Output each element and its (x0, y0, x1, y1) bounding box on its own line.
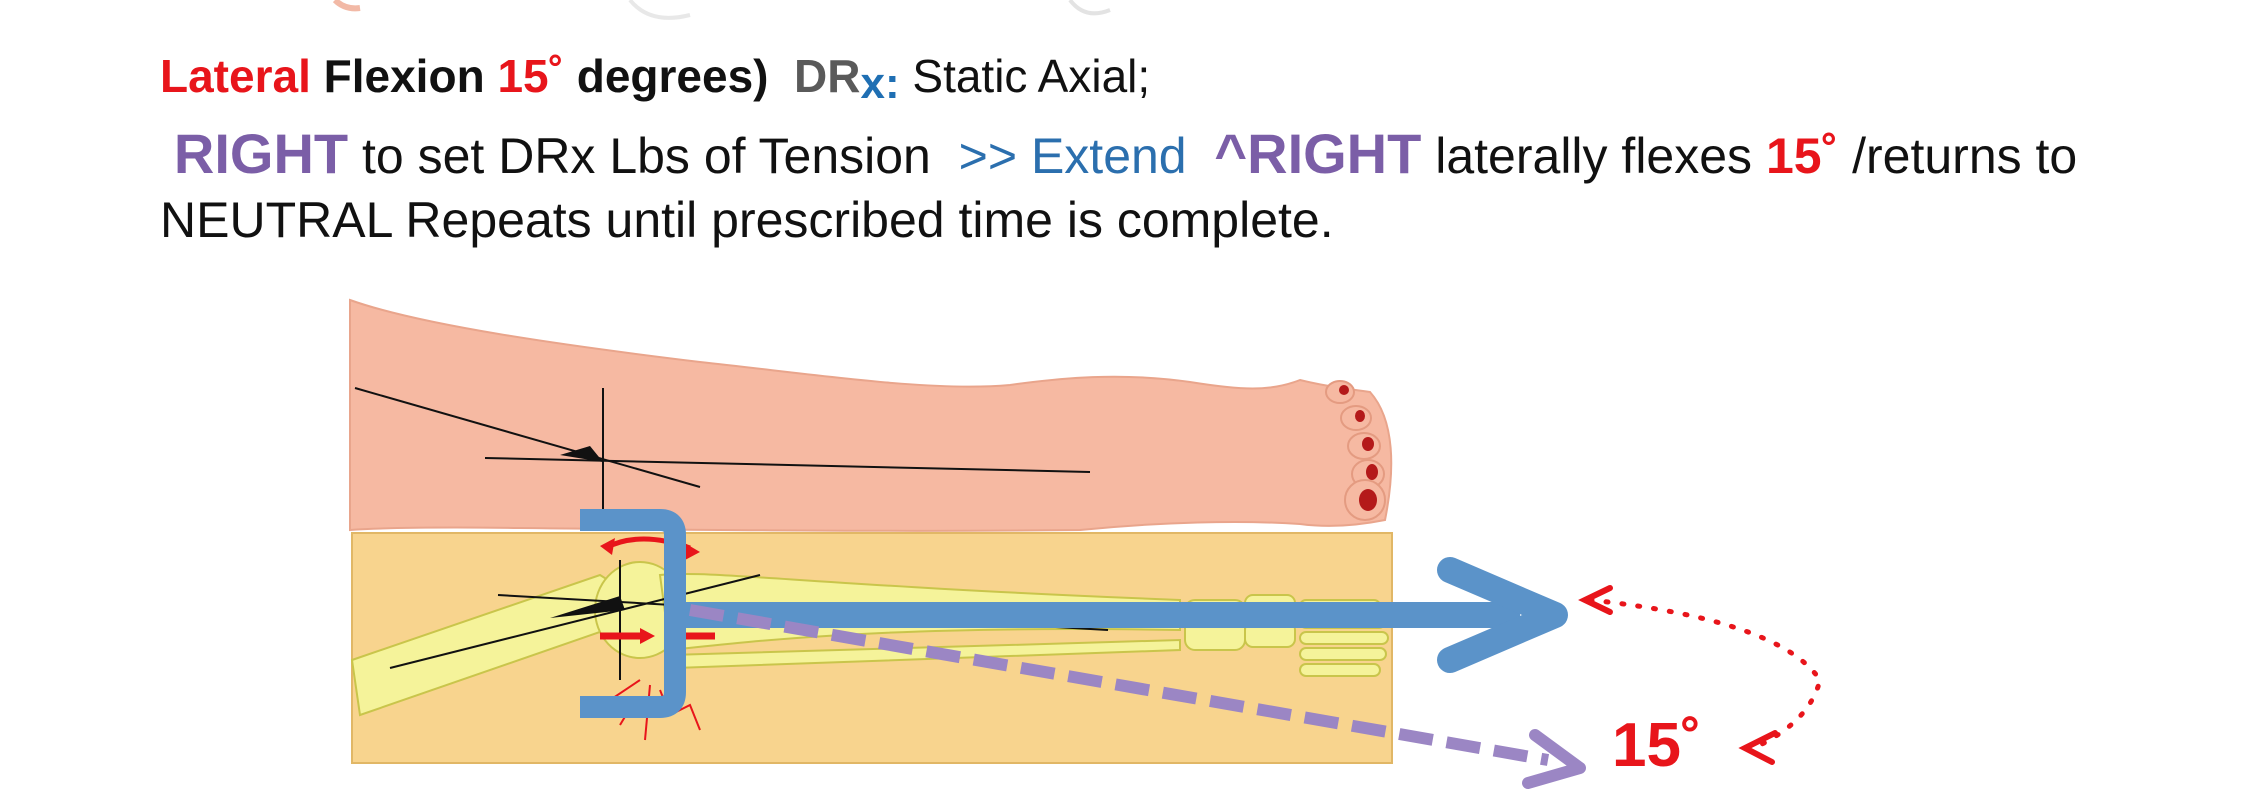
instruction-text: Lateral Flexion 15˚ degrees) DRx: Static… (160, 40, 2220, 249)
mode-label: Static Axial; (912, 50, 1151, 102)
toenail (1359, 489, 1377, 511)
extend-arrow-head (1437, 557, 1568, 673)
right-label-2: ^RIGHT (1214, 121, 1422, 185)
flexion-word: Flexion (323, 50, 485, 102)
instruction-line-2: RIGHT to set DRx Lbs of Tension >> Exten… (160, 122, 2220, 186)
angle-label: 15˚ (1612, 711, 1702, 780)
watermark-mark (332, 0, 361, 12)
toenail (1362, 437, 1374, 451)
instruction-line-1: Lateral Flexion 15˚ degrees) DRx: Static… (160, 50, 2220, 108)
arc-arrow-bottom (1738, 730, 1778, 765)
watermark-mark (1068, 0, 1111, 16)
angle-dotted-arc (1587, 597, 1823, 748)
right-label-1: RIGHT (173, 121, 349, 185)
extend-text: >> Extend (958, 127, 1187, 184)
x-label: x: (860, 59, 900, 108)
angle-value: 15˚ (497, 50, 564, 102)
flexion-dashed-arrow (688, 604, 1550, 766)
returns-text: /returns to (1852, 127, 2078, 184)
bone-leg (350, 532, 1393, 764)
dr-label: DR (794, 50, 861, 102)
toenail (1355, 410, 1365, 422)
toenail (1366, 464, 1378, 480)
skin-leg (349, 298, 1393, 532)
degrees-word: degrees) (576, 50, 769, 102)
arc-arrow-top (1578, 585, 1613, 615)
angle-value-2: 15˚ (1765, 127, 1839, 184)
watermark-mark (628, 0, 691, 20)
instruction-line-3: NEUTRAL Repeats until prescribed time is… (160, 192, 2220, 250)
toenail (1339, 385, 1349, 395)
lateral-word: Lateral (160, 50, 311, 102)
flexion-arrow-head (1522, 729, 1586, 789)
neutral-text: NEUTRAL Repeats until prescribed time is… (160, 191, 1334, 248)
set-tension-text: to set DRx Lbs of Tension (362, 127, 931, 184)
flexes-text: laterally flexes (1435, 127, 1753, 184)
